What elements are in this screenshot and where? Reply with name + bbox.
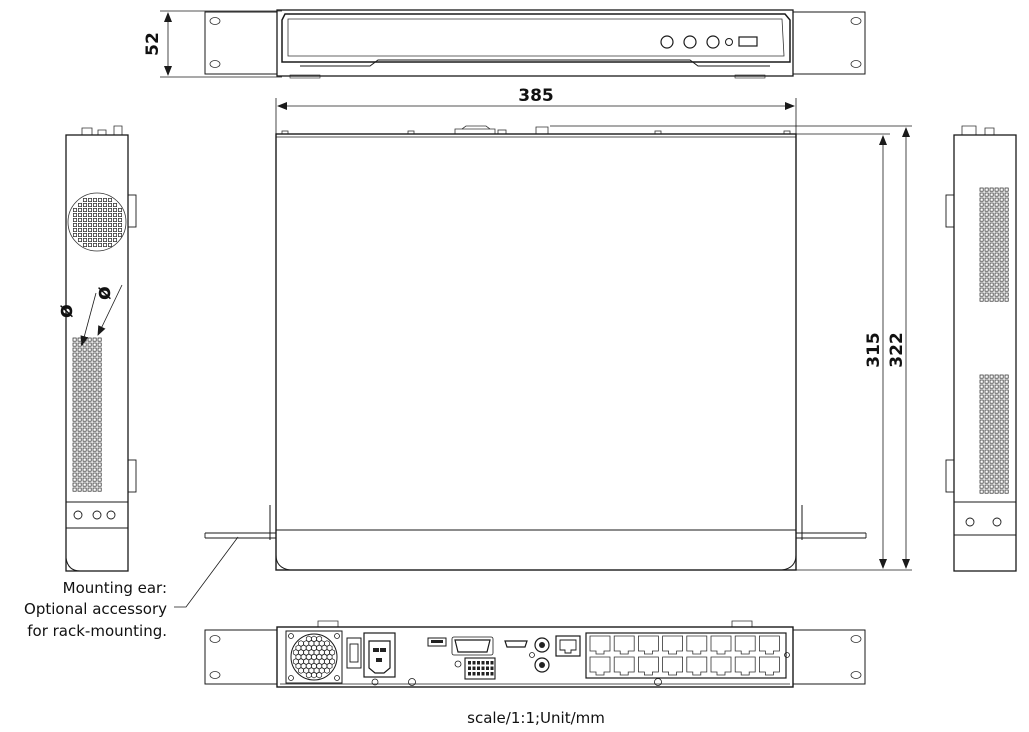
scale-note: scale/1:1;Unit/mm	[467, 709, 605, 727]
height-dimension-label: 52	[143, 32, 163, 56]
fan-grille	[292, 635, 336, 679]
callout-line-3: for rack-mounting.	[27, 622, 167, 640]
width-dimension-label: 385	[518, 86, 554, 106]
left-side-view: ø ø	[53, 125, 137, 572]
side-vent-grille	[72, 337, 102, 492]
fan-vent-grille	[67, 192, 127, 252]
width-dimension: 385	[275, 86, 797, 134]
front-view	[204, 9, 866, 79]
depth-dimension-inner-label: 315	[864, 332, 884, 368]
alarm-terminal-block	[468, 661, 494, 676]
diameter-symbol-1: ø	[53, 304, 77, 318]
top-view	[204, 125, 867, 571]
depth-dimension-outer-label: 322	[887, 332, 907, 368]
rear-view	[204, 620, 866, 688]
mounting-ear-callout: Mounting ear: Optional accessory for rac…	[24, 536, 239, 640]
callout-line-1: Mounting ear:	[63, 579, 167, 597]
poe-port-array	[589, 635, 780, 676]
right-side-view	[945, 125, 1017, 572]
depth-dimension: 315 322	[550, 125, 912, 571]
side-vent-grille	[979, 187, 1009, 494]
diameter-symbol-2: ø	[91, 286, 115, 300]
callout-line-2: Optional accessory	[24, 600, 167, 618]
height-dimension: 52	[143, 10, 282, 78]
